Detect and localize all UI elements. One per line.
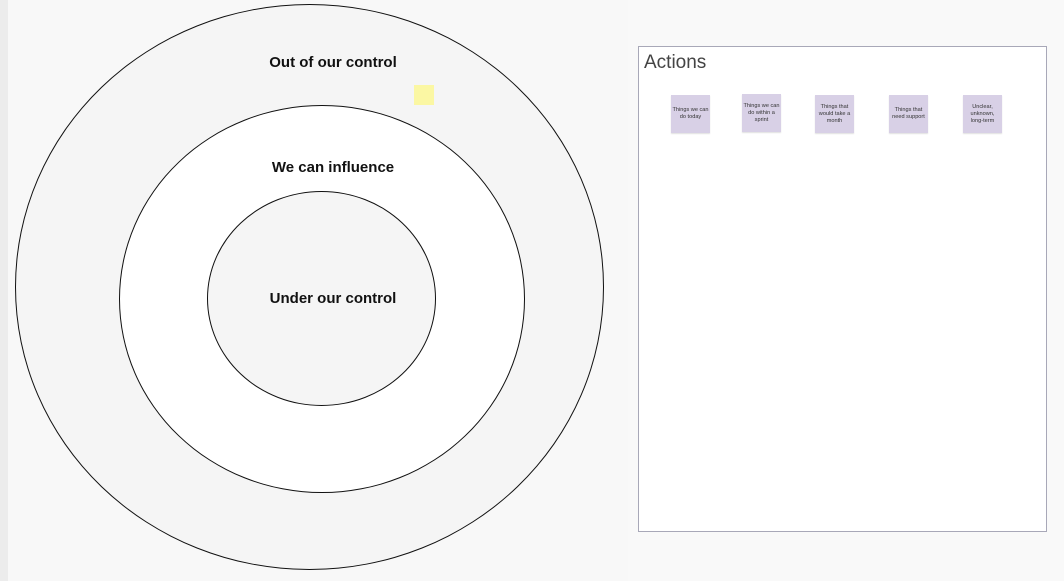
inner-circle-under-control[interactable] (207, 191, 436, 406)
label-out-of-our-control[interactable]: Out of our control (269, 54, 397, 71)
actions-frame-title[interactable]: Actions (644, 52, 707, 73)
yellow-sticky-note[interactable] (414, 85, 434, 105)
label-we-can-influence[interactable]: We can influence (271, 159, 395, 176)
sticky-note-today[interactable]: Things we can do today (671, 95, 710, 133)
sticky-note-month[interactable]: Things that would take a month (815, 95, 854, 133)
sticky-note-sprint[interactable]: Things we can do within a sprint (742, 94, 781, 132)
label-under-our-control[interactable]: Under our control (269, 290, 397, 307)
sticky-note-unclear[interactable]: Unclear, unknown, long-term (963, 95, 1002, 133)
sticky-note-need-support[interactable]: Things that need support (889, 95, 928, 133)
canvas-left-edge (0, 0, 8, 581)
